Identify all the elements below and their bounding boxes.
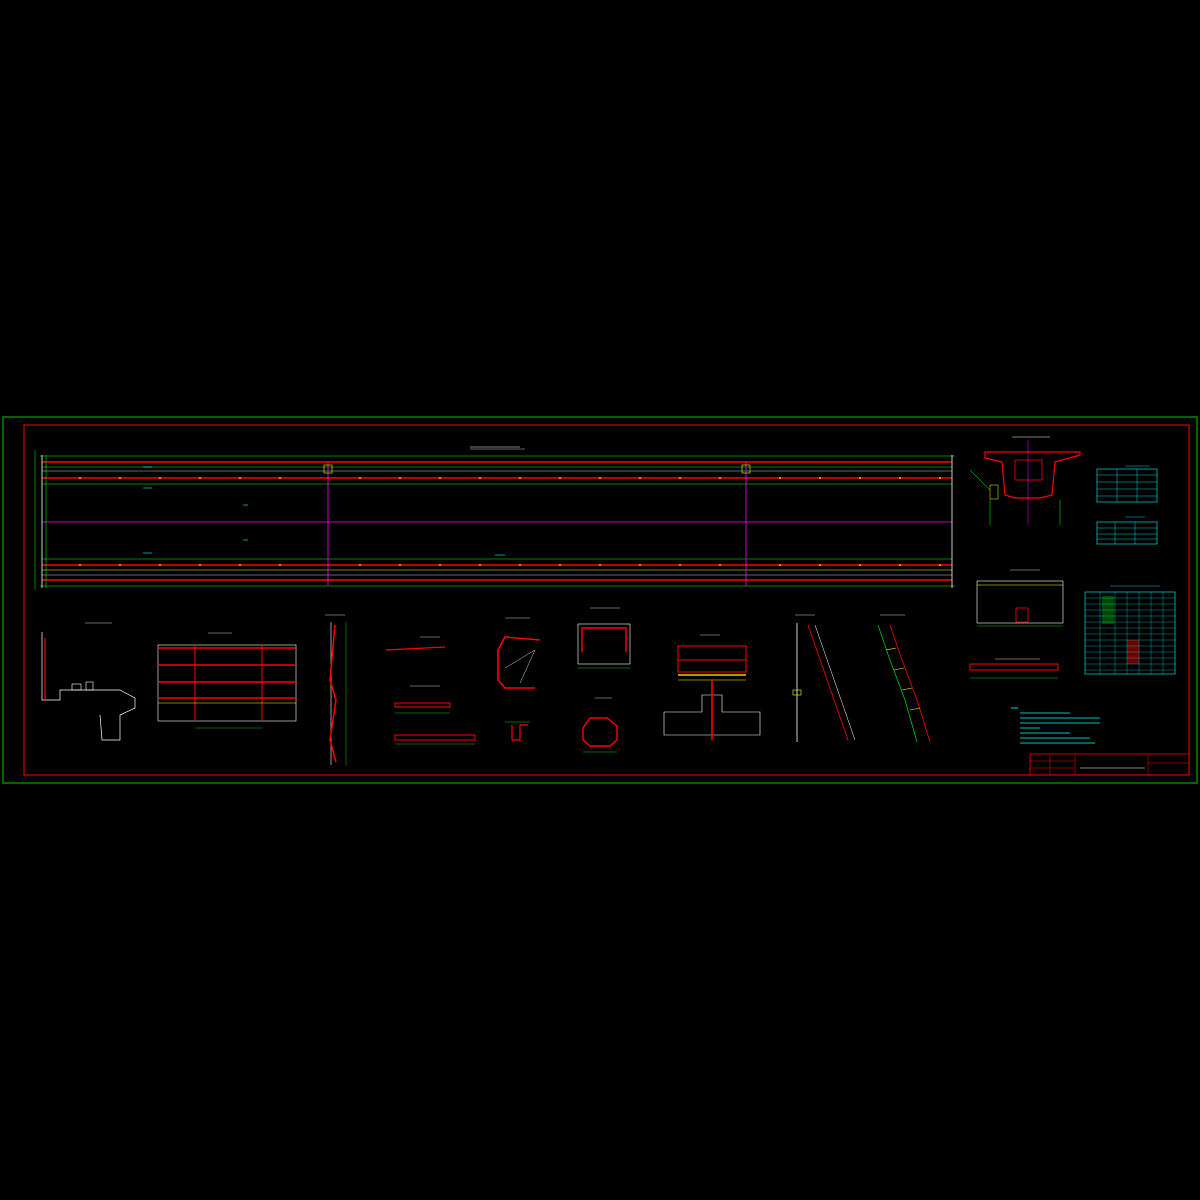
material-quantity-table (1084, 585, 1176, 675)
anchor-markers (79, 477, 941, 566)
detail-rebar-layout (157, 632, 297, 729)
detail-parapet-elevation (41, 622, 136, 741)
detail-inclined-bar-1 (792, 614, 856, 742)
detail-bearing-section (663, 634, 761, 740)
box-girder-cross-section (969, 436, 1081, 525)
rebar-detail-strip (969, 658, 1059, 679)
quantity-table-1 (1096, 465, 1158, 503)
sheet-inner-border (23, 424, 1190, 776)
title-block (1029, 753, 1190, 776)
detail-vertical-reinforcement (325, 614, 347, 765)
girder-plan-view (34, 446, 955, 590)
quantity-table-2 (1096, 516, 1158, 545)
detail-hook-bar (497, 617, 541, 741)
detail-inclined-bar-2 (877, 614, 931, 743)
detail-stirrup-section (577, 607, 631, 753)
detail-bar-shapes (385, 636, 476, 745)
slab-detail (976, 569, 1064, 627)
general-notes (1011, 707, 1100, 744)
sheet-outer-border (2, 416, 1198, 784)
